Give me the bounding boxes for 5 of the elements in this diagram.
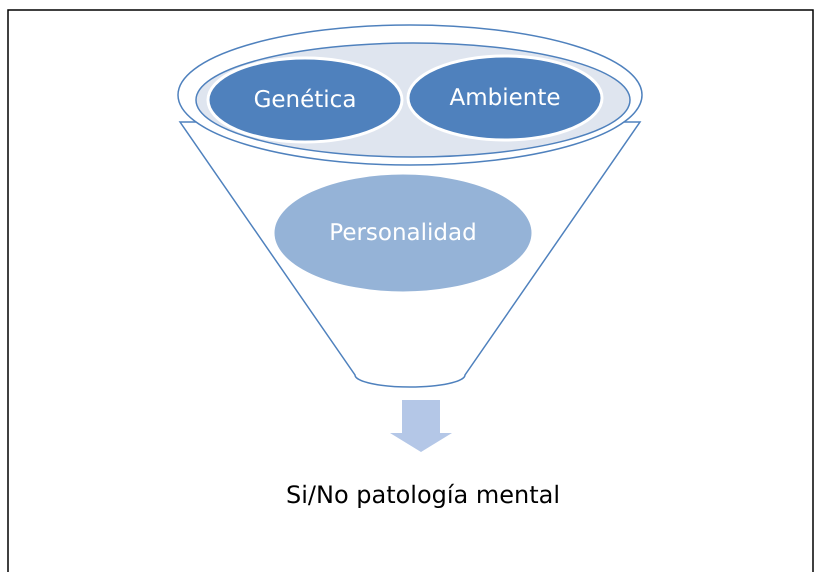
- block-arrow: [390, 400, 452, 452]
- oval-label: Ambiente: [448, 85, 562, 111]
- oval-label: Genética: [252, 87, 358, 113]
- oval-label: Personalidad: [328, 220, 478, 246]
- result-text: Si/No patología mental: [286, 481, 556, 509]
